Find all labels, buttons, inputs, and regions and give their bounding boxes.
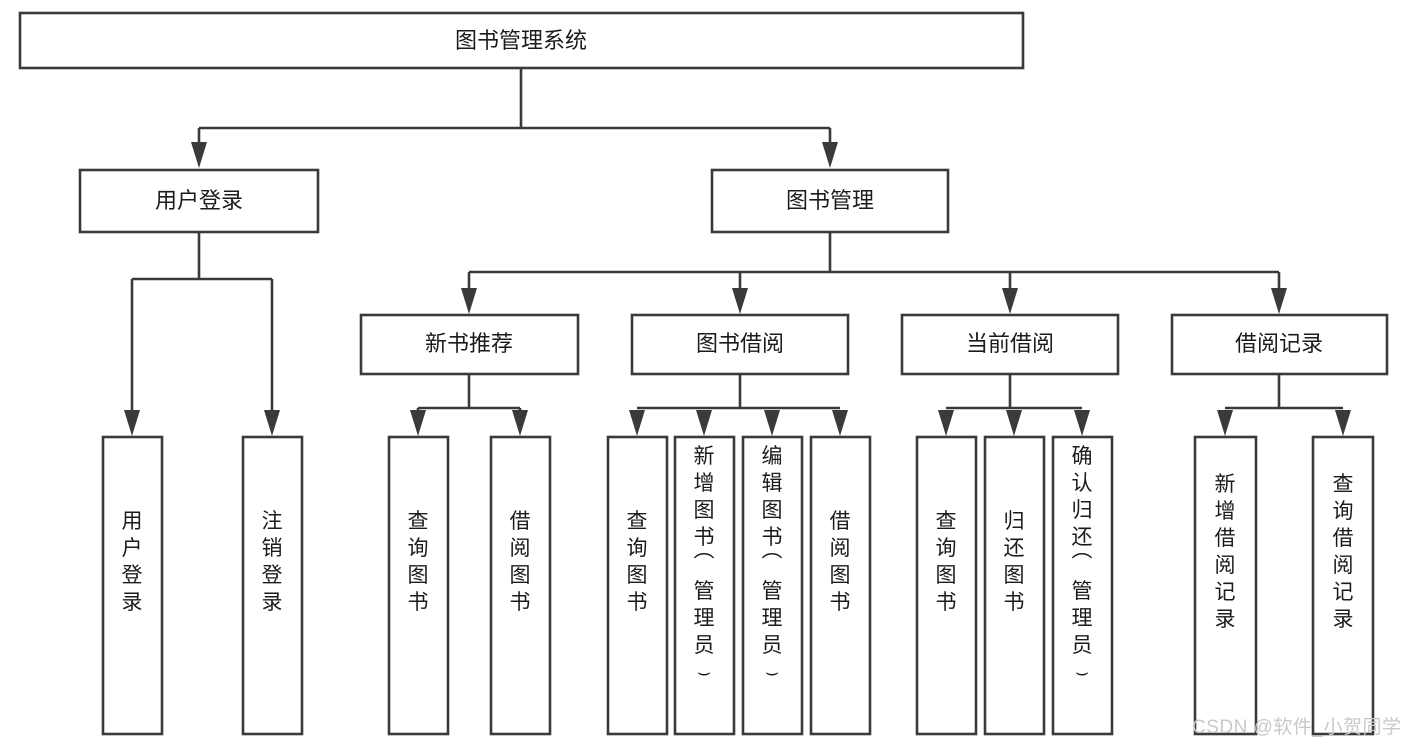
node-leaf-logout-login-box[interactable]: [241, 435, 304, 736]
connectors-current-borrow-to-leaves: [938, 374, 1090, 436]
node-root[interactable]: 图书管理系统: [18, 11, 1025, 70]
connectors-root-to-level2: [191, 68, 838, 168]
node-leaf-query-book-1-label: 查询图书: [408, 510, 429, 614]
node-leaf-add-book-box[interactable]: [673, 435, 736, 736]
node-leaf-return-book-label: 归还图书: [1004, 510, 1025, 614]
node-leaf-borrow-book-2[interactable]: 借阅图书: [809, 435, 872, 736]
node-borrow-record[interactable]: 借阅记录: [1170, 313, 1389, 376]
node-leaf-add-record[interactable]: 新增借阅记录: [1193, 435, 1258, 736]
node-leaf-user-login-box[interactable]: [101, 435, 164, 736]
node-leaf-query-record-box[interactable]: [1311, 435, 1375, 736]
arrow-head-current-borrow: [1002, 288, 1018, 314]
node-current-borrow-box[interactable]: [900, 313, 1120, 376]
node-leaf-edit-book-box[interactable]: [741, 435, 804, 736]
node-leaf-query-book-1-box[interactable]: [387, 435, 450, 736]
node-root-label: 图书管理系统: [455, 28, 587, 53]
node-leaf-logout-login[interactable]: 注销登录: [241, 435, 304, 736]
node-book-borrow-label: 图书借阅: [696, 331, 784, 356]
arrow-head-leaf-user-login: [124, 410, 140, 436]
node-leaf-return-book[interactable]: 归还图书: [983, 435, 1046, 736]
arrow-head-leaf-query-book-3: [938, 410, 954, 436]
node-user-login-box[interactable]: [78, 168, 320, 234]
connectors-book-borrow-to-leaves: [629, 374, 848, 436]
connectors-user-login-to-leaves: [124, 232, 280, 436]
node-current-borrow-label: 当前借阅: [966, 331, 1054, 356]
node-user-login-label: 用户登录: [155, 188, 243, 213]
node-book-manage-label: 图书管理: [786, 188, 874, 213]
csdn-watermark: CSDN @软件_小贺同学: [1192, 716, 1401, 738]
node-leaf-borrow-book-1-box[interactable]: [489, 435, 552, 736]
node-leaf-return-book-box[interactable]: [983, 435, 1046, 736]
arrow-head-leaf-return-book: [1006, 410, 1022, 436]
node-borrow-record-box[interactable]: [1170, 313, 1389, 376]
arrow-head-new-book-recommend: [461, 288, 477, 314]
connectors-book-manage-to-level3: [461, 232, 1287, 314]
node-new-book-recommend-label: 新书推荐: [425, 331, 513, 356]
node-new-book-recommend[interactable]: 新书推荐: [359, 313, 580, 376]
node-leaf-query-record-label: 查询借阅记录: [1333, 473, 1354, 631]
node-leaf-query-record[interactable]: 查询借阅记录: [1311, 435, 1375, 736]
node-book-manage-box[interactable]: [710, 168, 950, 234]
arrow-head-leaf-add-record: [1217, 410, 1233, 436]
node-leaf-user-login[interactable]: 用户登录: [101, 435, 164, 736]
arrow-head-book-borrow: [732, 288, 748, 314]
arrow-head-leaf-query-record: [1335, 410, 1351, 436]
node-leaf-logout-login-label: 注销登录: [262, 510, 283, 614]
node-leaf-query-book-2[interactable]: 查询图书: [606, 435, 669, 736]
arrow-head-leaf-edit-book: [764, 410, 780, 436]
node-leaf-query-book-3-box[interactable]: [915, 435, 978, 736]
node-leaf-edit-book-label: 编辑图书⌒管理员⌣: [762, 445, 783, 684]
node-leaf-add-book[interactable]: 新增图书⌒管理员⌣: [673, 435, 736, 736]
node-leaf-add-record-label: 新增借阅记录: [1215, 473, 1236, 631]
node-leaf-edit-book[interactable]: 编辑图书⌒管理员⌣: [741, 435, 804, 736]
node-leaf-confirm-return-label: 确认归还⌒管理员⌣: [1072, 445, 1093, 684]
node-leaf-query-book-2-label: 查询图书: [627, 510, 648, 614]
node-leaf-add-record-box[interactable]: [1193, 435, 1258, 736]
node-book-borrow[interactable]: 图书借阅: [630, 313, 850, 376]
arrow-head-borrow-record: [1271, 288, 1287, 314]
node-leaf-borrow-book-1[interactable]: 借阅图书: [489, 435, 552, 736]
arrow-head-leaf-query-book-2: [629, 410, 645, 436]
node-leaf-confirm-return[interactable]: 确认归还⌒管理员⌣: [1051, 435, 1114, 736]
arrow-head-book-manage: [822, 142, 838, 168]
connectors-new-book-recommend-to-leaves: [410, 374, 528, 436]
node-current-borrow[interactable]: 当前借阅: [900, 313, 1120, 376]
node-leaf-user-login-label: 用户登录: [122, 510, 143, 614]
node-root-box[interactable]: [18, 11, 1025, 70]
node-leaf-borrow-book-2-box[interactable]: [809, 435, 872, 736]
node-new-book-recommend-box[interactable]: [359, 313, 580, 376]
arrow-head-user-login: [191, 142, 207, 168]
arrow-head-leaf-borrow-book-1: [512, 410, 528, 436]
connectors-borrow-record-to-leaves: [1217, 374, 1351, 436]
node-leaf-borrow-book-1-label: 借阅图书: [510, 510, 531, 614]
node-leaf-query-book-3[interactable]: 查询图书: [915, 435, 978, 736]
node-leaf-query-book-2-box[interactable]: [606, 435, 669, 736]
arrow-head-leaf-borrow-book-2: [832, 410, 848, 436]
node-leaf-borrow-book-2-label: 借阅图书: [830, 510, 851, 614]
node-borrow-record-label: 借阅记录: [1235, 331, 1323, 356]
node-book-manage[interactable]: 图书管理: [710, 168, 950, 234]
node-book-borrow-box[interactable]: [630, 313, 850, 376]
arrow-head-leaf-logout-login: [264, 410, 280, 436]
arrow-head-leaf-add-book: [696, 410, 712, 436]
node-leaf-confirm-return-box[interactable]: [1051, 435, 1114, 736]
arrow-head-leaf-confirm-return: [1074, 410, 1090, 436]
node-leaf-add-book-label: 新增图书⌒管理员⌣: [694, 445, 715, 684]
arrow-head-leaf-query-book-1: [410, 410, 426, 436]
node-leaf-query-book-1[interactable]: 查询图书: [387, 435, 450, 736]
node-leaf-query-book-3-label: 查询图书: [936, 510, 957, 614]
node-user-login[interactable]: 用户登录: [78, 168, 320, 234]
